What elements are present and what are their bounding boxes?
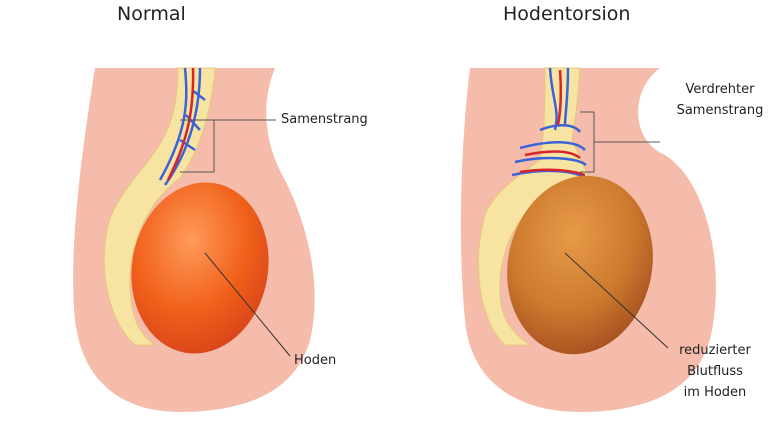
label-reduzierter-blutfluss: reduzierter Blutfluss im Hoden (668, 340, 762, 403)
label-line: Verdrehter (685, 82, 755, 97)
label-hoden: Hoden (294, 353, 337, 368)
title-normal: Normal (117, 3, 186, 25)
title-torsion: Hodentorsion (503, 3, 631, 25)
label-verdrehter-samenstrang: Verdrehter Samenstrang (672, 79, 768, 121)
spermatic-cord-normal (103, 67, 216, 346)
vessels-normal (158, 67, 206, 186)
label-line: Samenstrang (676, 103, 764, 118)
twisted-arteries (519, 69, 586, 177)
label-line: Blutfluss (687, 364, 743, 379)
leader-reduzierter-blutfluss (564, 252, 669, 349)
label-line: reduzierter (679, 343, 751, 358)
leader-verdrehter-samenstrang (580, 111, 660, 173)
twisted-vessels (511, 67, 591, 182)
artery-normal (166, 67, 195, 181)
label-line: im Hoden (683, 385, 747, 400)
testis-normal (131, 182, 269, 354)
testis-torsion (507, 175, 653, 355)
leader-hoden (204, 252, 291, 357)
label-samenstrang: Samenstrang (281, 112, 368, 127)
leader-samenstrang (180, 119, 276, 173)
